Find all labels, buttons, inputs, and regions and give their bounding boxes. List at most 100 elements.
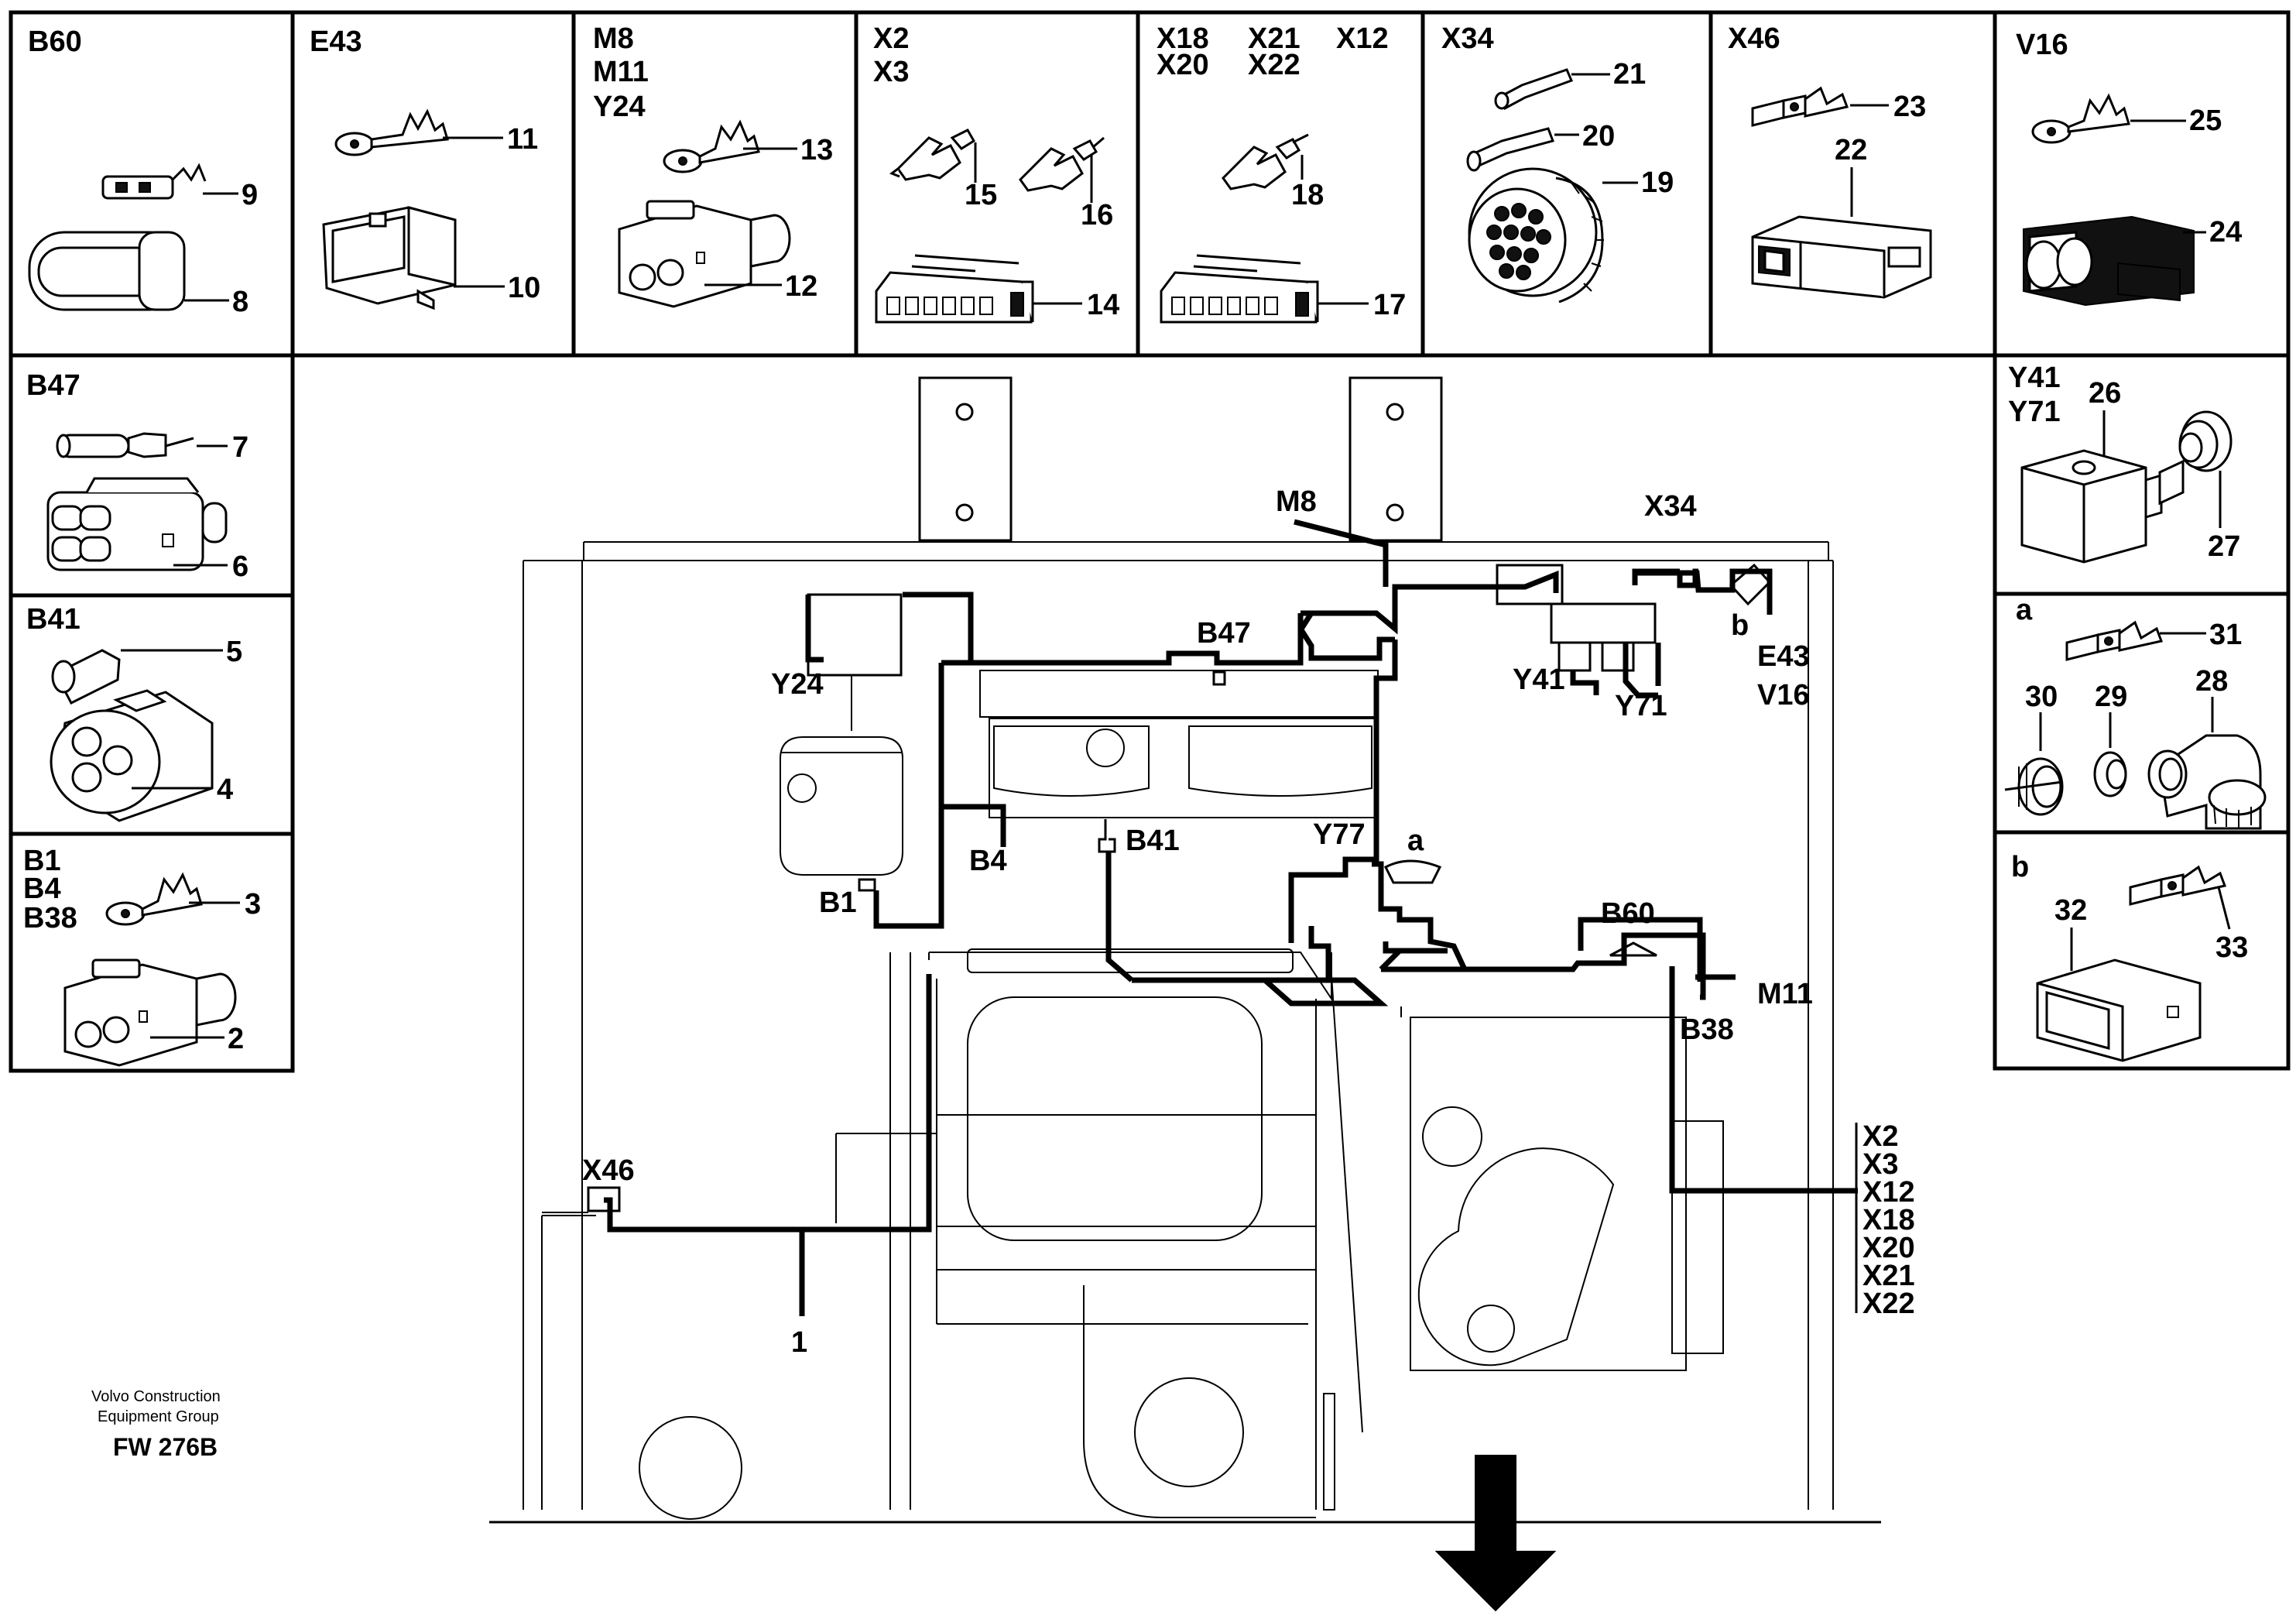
x-list-item: X20 [1863,1232,1915,1264]
label-m11: M11 [1757,978,1813,1010]
panel-x2-title-2: X3 [873,56,909,88]
label-m8: M8 [1276,485,1317,518]
part-number-24: 24 [2209,216,2242,249]
x-connector-list: X2 X3 X12 X18 X20 X21 X22 [1855,1120,1915,1320]
fitting-part-30 [2004,757,2064,816]
terminal-part-11 [334,108,449,156]
pin-part-21 [1494,68,1574,111]
wiring-harness [604,519,1858,1316]
panel-y41-title-1: Y41 [2008,362,2061,394]
label-y71: Y71 [1615,690,1667,722]
terminal-part-16 [1019,136,1105,192]
label-x34: X34 [1644,490,1697,523]
terminal-part-9 [101,163,207,200]
panel-e43-title: E43 [310,26,362,58]
part-number-2: 2 [228,1023,244,1055]
part-number-16: 16 [1081,199,1113,231]
connector-part-17 [1160,254,1319,324]
pin-part-7 [56,432,194,458]
panel-x34-title: X34 [1441,22,1494,55]
panel-y41-y71: Y41 Y71 26 27 [2008,362,2240,564]
panel-b47-title: B47 [26,369,81,402]
part-number-13: 13 [800,134,833,166]
label-y41: Y41 [1513,664,1565,696]
panel-b60: B60 9 8 [28,26,258,318]
panel-x18-title-4: X20 [1157,49,1209,81]
footer: Volvo Construction Equipment Group FW 27… [91,1388,221,1461]
terminal-part-25 [2031,93,2130,144]
terminal-part-31 [2065,620,2164,661]
part-number-12: 12 [785,270,817,303]
connector-part-10 [322,206,457,310]
panel-x2-title-1: X2 [873,22,909,55]
part-number-25: 25 [2189,105,2222,137]
connector-part-22 [1751,215,1932,299]
x-list-item: X18 [1863,1204,1915,1236]
panel-x2-x3: X2 X3 15 16 14 [873,22,1119,324]
part-number-28: 28 [2195,665,2228,698]
main-labels: M8 X34 B47 Y24 b E43 V16 Y41 Y71 B4 B41 … [582,485,1813,1359]
panel-grid [9,10,2291,1073]
part-number-23: 23 [1893,91,1926,123]
part-number-20: 20 [1582,120,1615,153]
part-number-14: 14 [1087,289,1119,321]
part-number-9: 9 [242,179,258,211]
part-number-5: 5 [226,636,242,668]
part-number-6: 6 [232,550,248,583]
part-number-7: 7 [232,431,248,464]
panel-e43: E43 11 10 [310,26,540,310]
terminal-part-15 [889,129,976,181]
part-number-4: 4 [217,773,233,806]
connector-part-6 [46,477,228,571]
part-number-32: 32 [2054,894,2087,927]
part-number-27: 27 [2208,530,2240,563]
company-line-1: Volvo Construction [91,1388,221,1405]
panel-b: b 33 32 [2011,851,2248,1062]
panel-x18-title-5: X22 [1248,49,1300,81]
panel-b41-title: B41 [26,603,81,636]
panel-m8-title-2: M11 [593,56,649,88]
label-b38: B38 [1680,1013,1734,1046]
connector-part-4 [50,689,214,822]
panel-b47: B47 7 6 [26,369,248,583]
terminal-part-18 [1222,133,1309,190]
connector-part-12 [618,200,791,308]
terminal-part-3 [105,872,203,926]
housing-part-32 [2036,958,2202,1062]
seal-part-29 [2093,751,2127,797]
panel-v16: V16 25 24 [2016,29,2242,307]
part-number-3: 3 [245,888,261,921]
label-x46: X46 [582,1154,635,1187]
part-number-8: 8 [232,286,248,318]
plug-part-27 [2158,410,2233,506]
terminal-part-23 [1751,86,1849,127]
label-a: a [1407,825,1424,857]
part-number-18: 18 [1291,179,1324,211]
pin-part-20 [1466,127,1554,172]
elbow-part-28 [2147,734,2267,830]
label-b1: B1 [819,886,857,919]
panel-x34: X34 21 20 [1441,22,1674,303]
x-list-item: X21 [1863,1260,1915,1292]
panel-m8-title-1: M8 [593,22,634,55]
panel-x46: X46 23 22 [1728,22,1932,299]
pin-part-5 [51,649,121,705]
panel-a: a 31 30 29 28 [2004,594,2267,830]
round-connector-part-19 [1468,167,1604,303]
panel-m8-title-3: Y24 [593,91,646,123]
part-number-15: 15 [965,179,997,211]
label-y77: Y77 [1313,818,1366,851]
part-number-31: 31 [2209,619,2242,651]
panel-x18-title-2: X21 [1248,22,1300,55]
terminal-part-13 [663,119,760,173]
part-number-26: 26 [2089,377,2121,410]
part-number-11: 11 [507,123,538,156]
drawing-code: FW 276B [113,1433,218,1461]
panel-v16-title: V16 [2016,29,2068,61]
part-number-19: 19 [1641,166,1674,199]
part-number-33: 33 [2215,931,2248,964]
part-number-29: 29 [2095,681,2127,713]
label-harness-1: 1 [791,1326,807,1359]
x-list-item: X22 [1863,1288,1915,1320]
